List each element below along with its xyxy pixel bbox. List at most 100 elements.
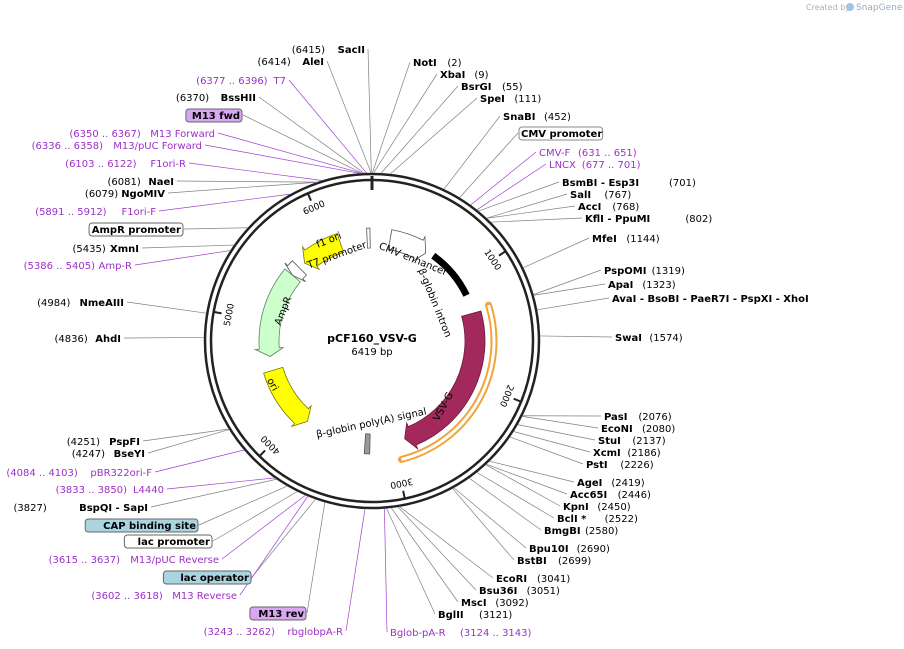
leader-bspqi-sapi xyxy=(150,478,277,508)
site-position: (767) xyxy=(604,190,631,201)
tick-3000 xyxy=(402,490,406,499)
leader-mfei xyxy=(523,237,590,269)
site-label-snabi: SnaBI(452) xyxy=(503,112,571,123)
site-name: Bpu10I xyxy=(529,544,569,555)
site-label-cmv-f: CMV-F(631 .. 651) xyxy=(539,148,637,159)
leader-t7 xyxy=(288,79,367,174)
feature-box xyxy=(518,126,604,141)
leader-l4440 xyxy=(166,477,275,490)
site-name: T7 xyxy=(273,76,286,87)
leader-lac-promoter xyxy=(212,491,298,542)
leader-amp-r xyxy=(134,250,231,266)
site-name: BspQI - SapI xyxy=(79,503,148,514)
site-name: LNCX xyxy=(549,160,576,171)
leader-stui xyxy=(517,424,596,441)
leader-pspfi xyxy=(142,428,229,442)
site-label-kfli-ppumi: KflI - PpuMI(802) xyxy=(585,214,712,225)
tick-label-5000: 5000 xyxy=(223,302,237,327)
feature-box xyxy=(249,606,307,621)
site-label-pasi: PasI(2076) xyxy=(604,412,672,423)
site-name: AhdI xyxy=(95,334,121,345)
site-name: AleI xyxy=(302,57,324,68)
site-name: rbglobpA-R xyxy=(287,627,343,638)
leader-alei xyxy=(326,60,372,174)
site-position: (2580) xyxy=(585,526,618,537)
site-label-bmgbi: BmgBI (2580) xyxy=(544,526,618,537)
tick-4000 xyxy=(258,449,266,457)
site-label-rbglobpa-r: rbglobpA-R(3243 .. 3262) xyxy=(204,627,343,638)
leader-xcmi xyxy=(513,431,591,453)
site-name: NotI xyxy=(413,58,437,69)
site-position: (677 .. 701) xyxy=(582,160,641,171)
leader-naei xyxy=(176,180,318,183)
site-name: M13 Reverse xyxy=(172,591,237,602)
site-name: BglII xyxy=(438,610,464,621)
site-label-spei: SpeI(111) xyxy=(480,94,541,105)
site-name: NgoMIV xyxy=(121,189,165,200)
feature-f1-ori xyxy=(301,232,344,271)
site-position: (3121) xyxy=(479,610,512,621)
leader-nmeaiii xyxy=(126,301,207,314)
leader-bsshii xyxy=(258,96,365,174)
site-name: XcmI xyxy=(593,448,621,459)
site-position: (1574) xyxy=(649,333,682,344)
feature-box xyxy=(84,518,199,533)
leader-cmv-f xyxy=(470,151,537,206)
right-site-labels: NotI(2)XbaI(9)BsrGI(55)SpeI(111)SnaBI(45… xyxy=(390,58,809,639)
leader-f1ori-f xyxy=(158,193,291,212)
leader-cmv-promoter xyxy=(459,132,519,198)
site-label-econi: EcoNI(2080) xyxy=(601,424,675,435)
site-label-m13-puc-reverse: M13/pUC Reverse(3615 .. 3637) xyxy=(49,555,219,566)
site-label-kpni: KpnI(2450) xyxy=(563,502,631,513)
leader-xbai xyxy=(373,73,438,174)
leader-lncx xyxy=(476,163,547,211)
site-label-pspfi: PspFI(4251) xyxy=(67,437,140,448)
site-position: (6377 .. 6396) xyxy=(196,76,268,87)
site-name: PspFI xyxy=(109,437,140,448)
site-name: BsrGI xyxy=(461,82,491,93)
snapgene-brand-text: SnapGene xyxy=(856,3,903,13)
leader-bseyi xyxy=(147,429,230,454)
leader-noti xyxy=(371,61,411,174)
leader-rbglobpa-r xyxy=(345,508,366,632)
site-label-stui: StuI(2137) xyxy=(598,436,666,447)
plasmid-size: 6419 bp xyxy=(351,347,392,358)
site-label-xbai: XbaI(9) xyxy=(440,70,489,81)
leader-bcli xyxy=(476,472,555,519)
site-position: (9) xyxy=(474,70,488,81)
site-name: BseYI xyxy=(114,449,145,460)
site-position: (452) xyxy=(544,112,571,123)
site-position: (1144) xyxy=(626,234,659,245)
site-name: BstBI xyxy=(517,556,547,567)
site-position: (3833 .. 3850) xyxy=(56,485,128,496)
site-name: PstI xyxy=(586,460,608,471)
site-name: F1ori-F xyxy=(122,207,157,218)
site-label-noti: NotI(2) xyxy=(413,58,462,69)
site-position: (3092) xyxy=(495,598,528,609)
site-name: BmgBI xyxy=(544,526,581,537)
site-name: pBR322ori-F xyxy=(90,468,152,479)
site-position: (6079) xyxy=(85,189,118,200)
site-name: F1ori-R xyxy=(150,159,186,170)
site-position: (631 .. 651) xyxy=(578,148,637,159)
leader-econi xyxy=(522,416,599,429)
site-label-msci: MscI(3092) xyxy=(461,598,529,609)
site-label-lncx: LNCX (677 .. 701) xyxy=(549,160,641,171)
leader-sacii xyxy=(367,48,372,174)
leader-ampr-promoter xyxy=(183,227,248,230)
leader-pspomi xyxy=(533,269,602,295)
site-label-lac-operator: lac operator xyxy=(162,570,252,585)
site-label-sacii: SacII(6415) xyxy=(292,45,365,56)
site-label-m13-reverse: M13 Reverse(3602 .. 3618) xyxy=(91,591,237,602)
snapgene-logo-icon xyxy=(846,3,854,11)
site-label-acc65i: Acc65I(2446) xyxy=(570,490,651,501)
site-label-mfei: MfeI(1144) xyxy=(592,234,660,245)
tick-label-2000: 2000 xyxy=(497,383,515,408)
site-name: M13 fwd xyxy=(192,111,240,122)
site-name: M13/pUC Reverse xyxy=(130,555,219,566)
leader-acci xyxy=(486,205,576,219)
leader-m13-fwd xyxy=(242,114,363,174)
site-label-m13-rev: M13 rev xyxy=(249,606,307,621)
tick-5000 xyxy=(213,310,222,315)
site-label-cmv-promoter: CMV promoter xyxy=(518,126,604,141)
